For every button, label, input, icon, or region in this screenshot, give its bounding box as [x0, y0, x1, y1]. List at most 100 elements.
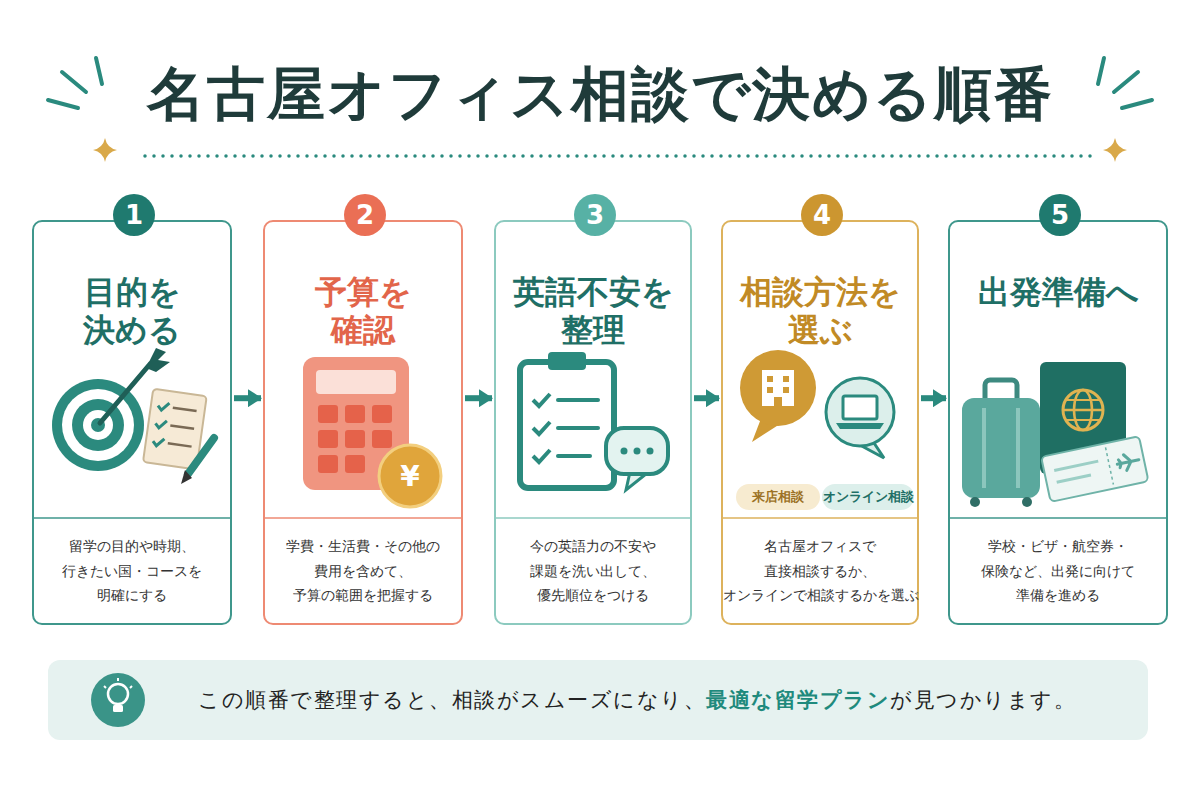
check-mark: [155, 419, 167, 428]
calculator-key: [372, 405, 392, 423]
step-number: 1: [113, 194, 155, 236]
consult-pill: 来店相談: [736, 484, 820, 510]
ticket-line: [1057, 475, 1091, 482]
coin-symbol: ¥: [388, 456, 432, 496]
ticket-icon: [1041, 436, 1148, 502]
laptop-bubble-icon: [826, 378, 894, 458]
dart-fletching: [146, 348, 170, 372]
step-card: 目的を 決める留学の目的や時期、 行きたい国・コースを 明確にする1: [32, 220, 232, 625]
pill-text: 来店相談: [752, 489, 804, 506]
calculator-key: [318, 455, 338, 473]
suitcase-stripe: [982, 408, 986, 488]
step-number-text: 4: [813, 202, 831, 228]
suitcase-stripe: [1016, 408, 1020, 488]
step-card: 出発準備へ学校・ビザ・航空券・ 保険など、出発に向けて 準備を進める5: [948, 220, 1168, 625]
ticket-line: [1054, 461, 1098, 470]
step-card: 予算を 確認学費・生活費・その他の 費用を含めて、 予算の範囲を把握する2: [263, 220, 463, 625]
bubble-dot: [621, 448, 628, 455]
separator-line: [263, 517, 463, 519]
list-line: [558, 426, 598, 430]
calculator-body: [303, 357, 409, 490]
passport-globe: [1063, 409, 1103, 412]
highlight-text: 最適な留学プラン: [706, 688, 890, 712]
separator-line: [494, 517, 692, 519]
clipboard-clip: [548, 352, 586, 370]
bubble-tail: [858, 440, 884, 458]
pill-text: オンライン相談: [823, 489, 914, 506]
step-number-text: 5: [1051, 202, 1069, 228]
lightbulb-base: [113, 705, 123, 712]
suitcase-icon: [962, 380, 1040, 507]
step-number: 2: [344, 194, 386, 236]
bubble-dot: [647, 448, 654, 455]
pencil-tip: [181, 470, 192, 484]
checklist-icon: [143, 389, 207, 470]
speech-bubble-icon: [606, 428, 668, 490]
step-description: 学費・生活費・その他の 費用を含めて、 予算の範囲を把握する: [265, 534, 461, 608]
flow-arrow: [921, 395, 946, 401]
office-bubble-icon: [740, 350, 816, 442]
bubble-body: [826, 378, 894, 446]
plane-symbol: [1116, 452, 1141, 472]
summary-text: が見つかります。: [890, 688, 1076, 712]
flow-arrow: [465, 395, 492, 401]
laptop-screen: [843, 396, 877, 419]
calculator-key: [345, 455, 365, 473]
separator-line: [948, 517, 1168, 519]
check-mark: [533, 394, 550, 406]
step-number-text: 2: [356, 202, 374, 228]
lightbulb-glass: [108, 684, 128, 704]
flow-arrow: [694, 395, 719, 401]
lightbulb-ray: [104, 686, 106, 688]
step-heading: 出発準備へ: [950, 274, 1166, 312]
step-card: 英語不安を 整理今の英語力の不安や 課題を洗い出して、 優先順位をつける3: [494, 220, 692, 625]
building-door: [774, 397, 782, 406]
yen-coin: [379, 445, 441, 507]
building-window: [767, 376, 773, 382]
ticket-body: [1041, 436, 1148, 502]
consult-pill: オンライン相談: [822, 484, 914, 510]
lightbulb-ray: [117, 678, 119, 681]
passport-globe: [1066, 419, 1100, 421]
sparkle: [1103, 138, 1127, 162]
target-ring: [91, 418, 105, 432]
building-window: [783, 387, 789, 393]
summary-sentence: この順番で整理すると、相談がスムーズになり、最適な留学プランが見つかります。: [198, 686, 1076, 714]
step-description: 今の英語力の不安や 課題を洗い出して、 優先順位をつける: [496, 534, 690, 608]
target-ring: [72, 399, 124, 451]
diagram-title: 名古屋オフィス相談で決める順番: [0, 56, 1200, 132]
clipboard-board: [520, 362, 614, 488]
passport-globe: [1066, 399, 1100, 401]
step-number: 4: [801, 194, 843, 236]
bubble-tail: [752, 416, 780, 442]
calculator-key: [318, 405, 338, 423]
suitcase-body: [962, 398, 1040, 498]
step-description: 学校・ビザ・航空券・ 保険など、出発に向けて 準備を進める: [950, 534, 1166, 608]
step-heading: 予算を 確認: [265, 274, 461, 350]
bubble-body: [740, 350, 816, 426]
summary-text: この順番で整理すると、相談がスムーズになり、: [198, 688, 706, 712]
passport-cover: [1040, 362, 1126, 474]
building: [762, 370, 794, 406]
accent-stroke: [1114, 72, 1138, 92]
list-line: [170, 425, 194, 428]
pencil-icon: [181, 438, 214, 484]
step-heading: 目的を 決める: [34, 274, 230, 350]
list-line: [558, 454, 590, 458]
bubble-dot: [634, 448, 641, 455]
accent-stroke: [62, 72, 86, 92]
suitcase-handle: [985, 380, 1017, 404]
sparkle: [93, 138, 117, 162]
check-mark: [533, 422, 550, 434]
step-number: 3: [574, 194, 616, 236]
lightbulb-disc: [91, 673, 145, 727]
check-mark: [157, 402, 169, 411]
list-line: [558, 398, 598, 402]
calculator-key: [372, 430, 392, 448]
building-window: [783, 376, 789, 382]
